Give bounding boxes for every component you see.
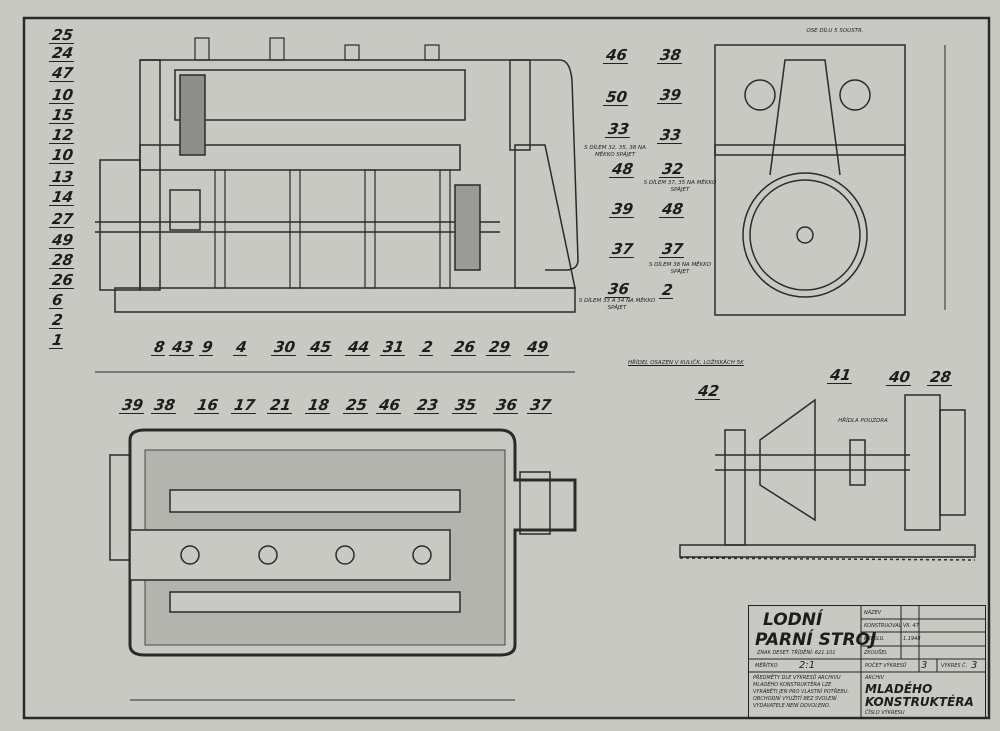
note: S DÍLEM 38 NA MĚKKO SPÁJET: [648, 262, 712, 275]
part-label: 24: [48, 44, 76, 62]
part-label: 29: [485, 338, 513, 356]
part-label: 16: [193, 396, 221, 414]
part-label: 2: [658, 281, 676, 299]
part-label: 37: [608, 240, 636, 258]
note: S DÍLEM 33 A 34 NA MĚKKO SPÁJET: [578, 298, 656, 311]
part-label: 21: [266, 396, 294, 414]
note: HŘÍDLA POUZDRA: [838, 418, 888, 424]
designed-label: KONSTRUOVAL: [864, 623, 902, 629]
side-view: [714, 44, 946, 316]
part-label: 13: [48, 168, 76, 186]
part-label: 10: [48, 86, 76, 104]
part-label: 26: [450, 338, 478, 356]
sheets-value: 3: [921, 660, 928, 671]
sheets-label: POČET VÝKRESŮ: [865, 663, 907, 669]
part-label: 31: [379, 338, 407, 356]
part-label: 28: [926, 368, 954, 386]
drawn-value: 1.1948: [903, 636, 921, 642]
drawn-label: KRESLIL: [864, 636, 885, 642]
note: S DÍLEM 32, 35, 38 NA MĚKKO SPÁJET: [584, 145, 646, 158]
part-label: 45: [306, 338, 334, 356]
part-label: 30: [270, 338, 298, 356]
part-label: 33: [604, 120, 632, 138]
part-label: 27: [48, 210, 76, 228]
scale-label: MĚŘÍTKO: [755, 663, 778, 669]
part-label: 28: [48, 251, 76, 269]
part-label: 33: [656, 126, 684, 144]
sheet-no-value: 3: [971, 660, 978, 671]
part-label: 41: [826, 366, 854, 384]
part-label: 49: [523, 338, 551, 356]
part-label: 14: [48, 188, 76, 206]
front-view: [95, 37, 579, 373]
part-label: 35: [451, 396, 479, 414]
copyright-notice: PŘEDMĚTY DLE VÝKRESŮ ARCHIVU MLADÉHO KON…: [753, 675, 850, 709]
checked-label: ZKOUŠEL: [864, 650, 888, 656]
part-label: 47: [48, 64, 76, 82]
part-label: 8: [150, 338, 168, 356]
part-label: 37: [658, 240, 686, 258]
part-label: 46: [602, 46, 630, 64]
part-label: 12: [48, 126, 76, 144]
part-label: 18: [304, 396, 332, 414]
sheet-no-label: VÝKRES Č.: [941, 663, 968, 669]
scale-value: 2:1: [799, 660, 816, 671]
part-label: 39: [656, 86, 684, 104]
part-label: 38: [150, 396, 178, 414]
part-label: 50: [602, 88, 630, 106]
part-label: 39: [608, 200, 636, 218]
part-label: 43: [168, 338, 196, 356]
part-label: 36: [604, 280, 632, 298]
part-label: 48: [658, 200, 686, 218]
part-label: 1: [48, 331, 66, 349]
pulley-view: [679, 394, 976, 561]
class-code: ZNAK DESET. TŘÍDĚNÍ: 621.101: [757, 650, 836, 656]
part-label: 10: [48, 146, 76, 164]
part-label: 6: [48, 291, 66, 309]
part-label: 42: [694, 382, 722, 400]
part-label: 25: [48, 26, 76, 44]
name-label: NÁZEV: [864, 610, 882, 616]
part-label: 15: [48, 106, 76, 124]
archive-line1: MLADÉHO: [865, 682, 933, 696]
drawing-number-label: ČÍSLO VÝKRESU: [865, 710, 905, 716]
note: S DÍLEM 37, 35 NA MĚKKO SPÁJET: [643, 180, 717, 193]
part-label: 2: [48, 311, 66, 329]
part-label: 17: [230, 396, 258, 414]
part-label: 2: [418, 338, 436, 356]
part-label: 40: [885, 368, 913, 386]
part-label: 26: [48, 271, 76, 289]
part-label: 44: [344, 338, 372, 356]
archive-line2: KONSTRUKTÉRA: [865, 695, 974, 709]
part-label: 37: [526, 396, 554, 414]
part-label: 25: [342, 396, 370, 414]
sheet-border: [22, 16, 991, 720]
part-label: 32: [658, 160, 686, 178]
part-label: 48: [608, 160, 636, 178]
part-label: 38: [656, 46, 684, 64]
part-label: 49: [48, 231, 76, 249]
designed-value: VII. 47: [903, 623, 919, 629]
part-label: 9: [198, 338, 216, 356]
top-view: [109, 428, 577, 701]
part-label: 46: [375, 396, 403, 414]
part-label: 36: [492, 396, 520, 414]
archive-label: ARCHIV: [865, 675, 885, 681]
part-label: 39: [118, 396, 146, 414]
drawing-title-line1: LODNÍ: [763, 610, 823, 630]
part-label: 4: [232, 338, 250, 356]
drawing-title-line2: PARNÍ STROJ: [755, 630, 877, 650]
title-block: LODNÍ PARNÍ STROJ ZNAK DESET. TŘÍDĚNÍ: 6…: [748, 605, 986, 719]
note: OSE DÍLU 5 SOUSTR.: [806, 28, 864, 34]
part-label: 23: [413, 396, 441, 414]
note: HŘÍDEL OSAZEN V KULIČK. LOŽISKÁCH 5K: [628, 360, 744, 366]
